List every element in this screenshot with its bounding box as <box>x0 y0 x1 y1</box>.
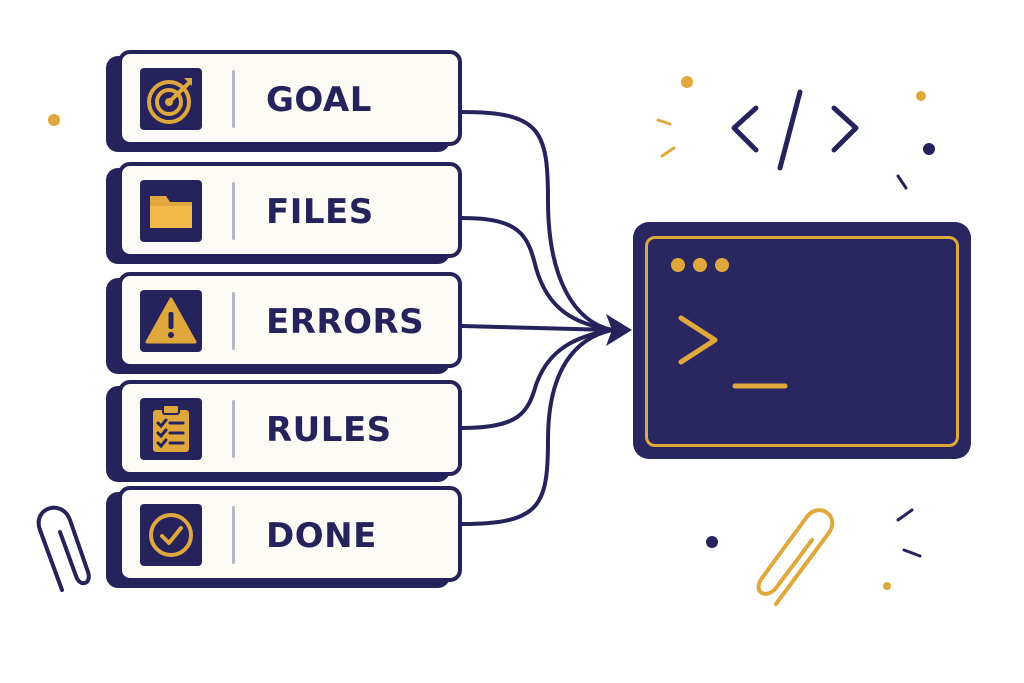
decor-spark <box>896 174 908 190</box>
decor-spark <box>656 118 672 126</box>
decor-dot <box>681 76 693 88</box>
code-brackets-icon <box>731 89 859 171</box>
card-label-rules: RULES <box>266 410 392 450</box>
card-label-done: DONE <box>266 516 377 556</box>
terminal-window <box>633 222 971 459</box>
decor-dot <box>923 143 935 155</box>
divider <box>232 70 235 128</box>
clipboard-checklist-icon <box>140 398 202 460</box>
paperclip-icon <box>756 508 835 606</box>
card-rules: RULES <box>118 380 462 476</box>
arrowhead <box>606 314 632 346</box>
card-label-files: FILES <box>266 192 374 232</box>
card-files: FILES <box>118 162 462 258</box>
divider <box>232 400 235 458</box>
terminal-prompt-icon <box>678 315 788 389</box>
decor-dot <box>916 91 926 101</box>
divider <box>232 292 235 350</box>
card-errors: ERRORS <box>118 272 462 368</box>
decor-spark <box>896 508 914 522</box>
connector-rules <box>460 328 614 430</box>
window-dot <box>715 258 729 272</box>
connector-goal <box>460 110 614 332</box>
paperclip-icon <box>36 505 91 592</box>
card-label-errors: ERRORS <box>266 302 425 342</box>
decor-dot <box>883 582 891 590</box>
window-dot <box>693 258 707 272</box>
connector-done <box>460 328 614 526</box>
decor-dot <box>48 114 60 126</box>
warning-icon <box>140 290 202 352</box>
card-label-goal: GOAL <box>266 80 372 120</box>
card-goal: GOAL <box>118 50 462 146</box>
target-icon <box>140 68 202 130</box>
decor-spark <box>660 146 676 158</box>
folder-icon <box>140 180 202 242</box>
decor-dot <box>706 536 718 548</box>
connector-errors <box>460 324 614 332</box>
connector-files <box>460 216 614 332</box>
decor-spark <box>902 548 922 558</box>
card-done: DONE <box>118 486 462 582</box>
checkmark-circle-icon <box>140 504 202 566</box>
terminal-frame <box>645 236 959 447</box>
divider <box>232 182 235 240</box>
divider <box>232 506 235 564</box>
window-dot <box>671 258 685 272</box>
